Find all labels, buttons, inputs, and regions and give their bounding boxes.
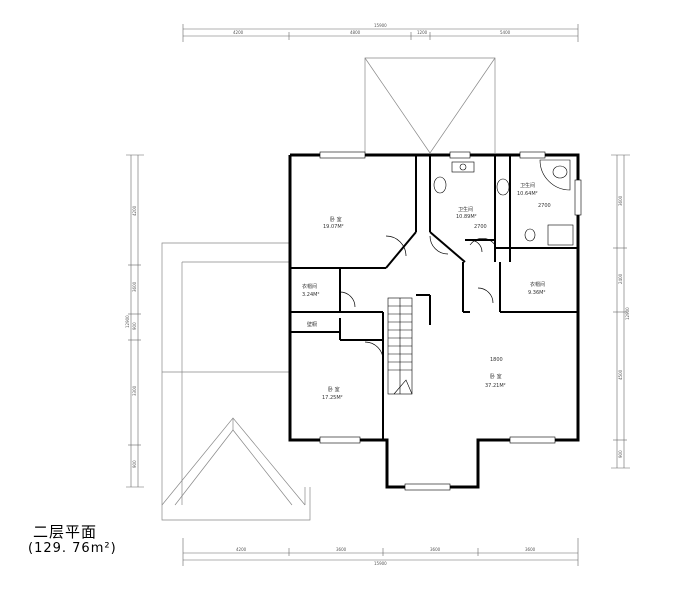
bed3-name: 卧 室 [490,373,502,380]
bath2-name: 卫生间 [520,182,535,189]
bed2-area: 17.25M² [322,395,343,401]
door-swings [339,235,494,361]
dim-right-4: 900 [618,450,623,458]
bed3-area: 37.21M² [485,383,506,389]
dim-right-1: 3600 [618,195,623,206]
dim-left-3: 900 [132,322,137,330]
bath1-name: 卫生间 [458,206,473,213]
left-dimensions [126,154,144,488]
closet1-area: 3.24M² [302,292,319,298]
dim-bottom-2: 3600 [336,547,347,552]
dim-top-total: 15900 [374,23,387,28]
bath2-area: 10.64M² [517,191,538,197]
closet2-area: 9.36M² [528,290,545,296]
roof-outline [161,57,496,521]
right-dimensions [611,154,630,469]
bottom-dimensions [182,538,579,566]
bed1-area: 19.07M² [323,224,344,230]
cabinet-name: 壁橱 [307,321,317,328]
top-dimensions [182,24,579,42]
dim-right-2: 2400 [618,273,623,284]
note-3: 1800 [490,357,503,363]
dim-left-5: 900 [132,460,137,468]
dim-left-1: 4200 [132,205,137,216]
dim-top-1: 4200 [233,30,244,35]
staircase [387,297,413,395]
dim-bottom-1: 4200 [236,547,247,552]
dim-top-4: 5400 [500,30,511,35]
plan-title: 二层平面 [33,523,98,541]
plan-area: (129. 76m²) [28,541,117,556]
dim-left-2: 3600 [132,281,137,292]
dim-top-3: 1200 [417,30,428,35]
windows [319,151,582,491]
note-1: 2700 [474,224,487,230]
dim-top-2: 4800 [350,30,361,35]
closet1-name: 衣帽间 [302,283,317,290]
closet2-name: 衣帽间 [530,281,545,288]
bath1-area: 10.89M² [456,214,477,220]
bath-fixtures [433,159,574,246]
note-2: 2700 [538,203,551,209]
dim-right-3: 4500 [618,369,623,380]
dim-bottom-3: 3600 [430,547,441,552]
dim-right-total: 12900 [625,307,630,320]
dim-bottom-total: 15900 [374,561,387,566]
bed2-name: 卧 室 [328,386,340,393]
dim-left-4: 3300 [132,385,137,396]
bed1-name: 卧 室 [330,216,342,223]
dim-left-total: 12900 [125,315,130,328]
dim-bottom-4: 3600 [525,547,536,552]
